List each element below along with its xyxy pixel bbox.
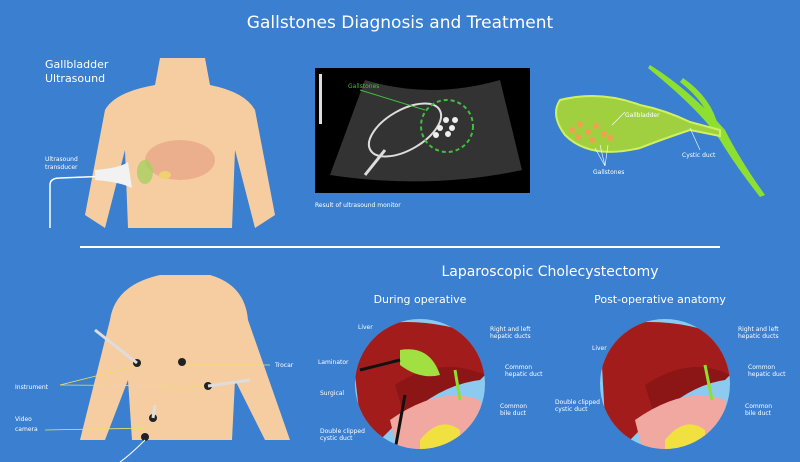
post-common-bile-line2: bile duct — [745, 410, 772, 417]
post-operative-illustration — [600, 319, 730, 449]
gallbladder-anatomy-illustration — [555, 65, 765, 197]
during-hepatic-line1: Right and left — [490, 326, 531, 333]
post-common-bile-line1: Common — [745, 403, 772, 410]
video-camera-label-line1: Video — [15, 416, 32, 423]
during-common-hepatic-line2: hepatic duct — [505, 371, 543, 378]
during-clipped-line1: Double clipped — [320, 428, 365, 435]
during-surgical-label: Surgical — [320, 390, 344, 397]
page-title: Gallstones Diagnosis and Treatment — [247, 13, 554, 33]
ultrasound-heading-line1: Gallbladder — [45, 58, 109, 71]
post-operative-title: Post-operative anatomy — [594, 293, 726, 306]
trocar-label: Trocar — [274, 362, 294, 369]
post-common-hepatic-line2: hepatic duct — [748, 371, 786, 378]
post-clipped-line2: cystic duct — [555, 406, 588, 413]
laparoscopic-title: Laparoscopic Cholecystectomy — [441, 264, 658, 280]
instrument-label: Instrument — [15, 384, 49, 391]
during-hepatic-line2: hepatic ducts — [490, 333, 531, 340]
during-common-bile-line1: Common — [500, 403, 527, 410]
gallbladder-label: Gallbladder — [625, 112, 660, 119]
ultrasound-monitor — [315, 68, 530, 193]
post-hepatic-line2: hepatic ducts — [738, 333, 779, 340]
monitor-caption: Result of ultrasound monitor — [315, 202, 401, 209]
post-clipped-line1: Double clipped — [555, 399, 600, 406]
during-common-hepatic-line1: Common — [505, 364, 532, 371]
laparoscopic-torso-illustration — [44, 275, 290, 462]
post-hepatic-line1: Right and left — [738, 326, 779, 333]
during-liver-label: Liver — [358, 324, 373, 331]
during-common-bile-line2: bile duct — [500, 410, 527, 417]
ultrasound-torso-illustration — [85, 58, 275, 228]
transducer-label-line2: transducer — [45, 164, 78, 171]
during-operative-illustration — [355, 319, 485, 449]
transducer-label-line1: Ultrasound — [45, 156, 78, 163]
cystic-duct-label: Cystic duct — [682, 152, 716, 159]
during-clipped-line2: cystic duct — [320, 435, 353, 442]
ultrasound-transducer-icon — [49, 162, 132, 228]
during-operative-title: During operative — [374, 293, 467, 306]
ultrasound-heading-line2: Ultrasound — [45, 72, 105, 85]
post-liver-label: Liver — [592, 345, 607, 352]
monitor-gallstones-label: Gallstones — [348, 83, 379, 90]
video-camera-label-line2: camera — [15, 426, 38, 433]
gallstones-label: Gallstones — [593, 169, 624, 176]
during-laminator-label: Laminator — [318, 359, 349, 366]
post-common-hepatic-line1: Common — [748, 364, 775, 371]
